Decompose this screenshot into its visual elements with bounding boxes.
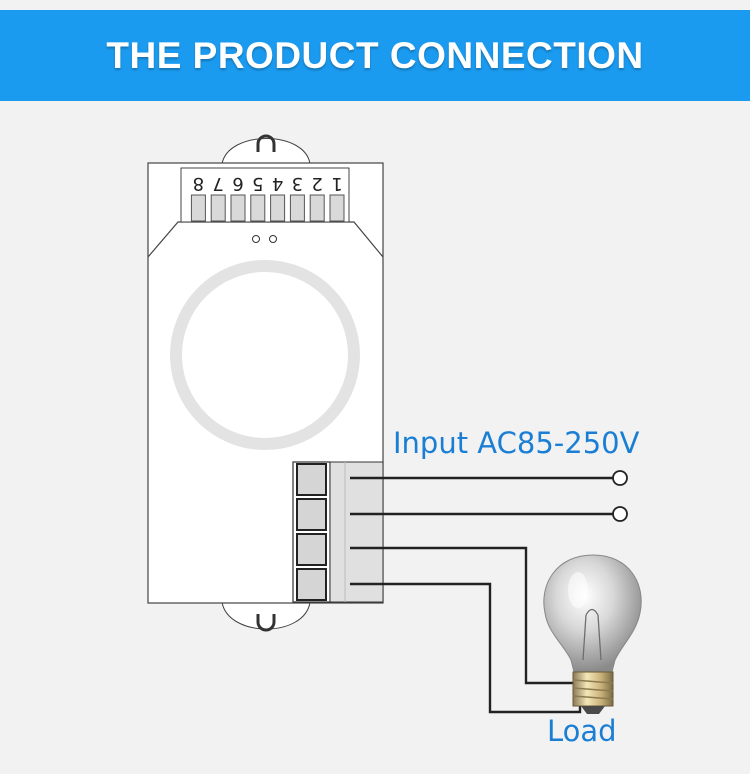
top-mounting-ear [221, 138, 311, 165]
pin-label-1: 1 [331, 173, 342, 194]
sensor-window-ring [170, 260, 360, 450]
pin-5 [250, 194, 266, 222]
pin-3 [289, 194, 305, 222]
light-bulb [543, 554, 642, 714]
pin-label-6: 6 [232, 173, 243, 194]
pin-label-4: 4 [272, 173, 283, 194]
wiring [350, 476, 614, 714]
bulb-filament [582, 608, 602, 661]
bottom-mounting-ear [221, 601, 311, 630]
pin-label-8: 8 [193, 173, 204, 194]
pin-label-3: 3 [292, 173, 303, 194]
pin-4 [270, 194, 286, 222]
input-terminal-1 [612, 470, 628, 486]
indicator-dot-left [252, 235, 260, 243]
pin-2 [309, 194, 325, 222]
load-label: Load [547, 714, 617, 748]
bulb-glass [543, 554, 642, 673]
terminal-side-panel [329, 461, 384, 603]
pin-1 [329, 194, 345, 222]
bottom-mounting-slot [256, 614, 276, 632]
input-terminal-2 [612, 506, 628, 522]
page-title: THE PRODUCT CONNECTION [106, 34, 644, 76]
load-wire-1 [350, 546, 575, 685]
header-banner: THE PRODUCT CONNECTION [0, 10, 750, 101]
indicator-dot-right [269, 235, 277, 243]
pin-label-2: 2 [311, 173, 322, 194]
load-wire-2 [350, 582, 582, 714]
pin-7 [210, 194, 226, 222]
terminal-block [292, 461, 384, 603]
terminal-screw-3 [296, 533, 327, 566]
pin-label-5: 5 [252, 173, 263, 194]
pin-label-7: 7 [212, 173, 223, 194]
pin-6 [230, 194, 246, 222]
terminal-screw-2 [296, 498, 327, 531]
input-voltage-label: Input AC85-250V [393, 426, 640, 460]
top-mounting-slot [256, 134, 276, 152]
terminal-screw-1 [296, 463, 327, 496]
pin-8 [190, 194, 206, 222]
terminal-screw-4 [296, 568, 327, 601]
